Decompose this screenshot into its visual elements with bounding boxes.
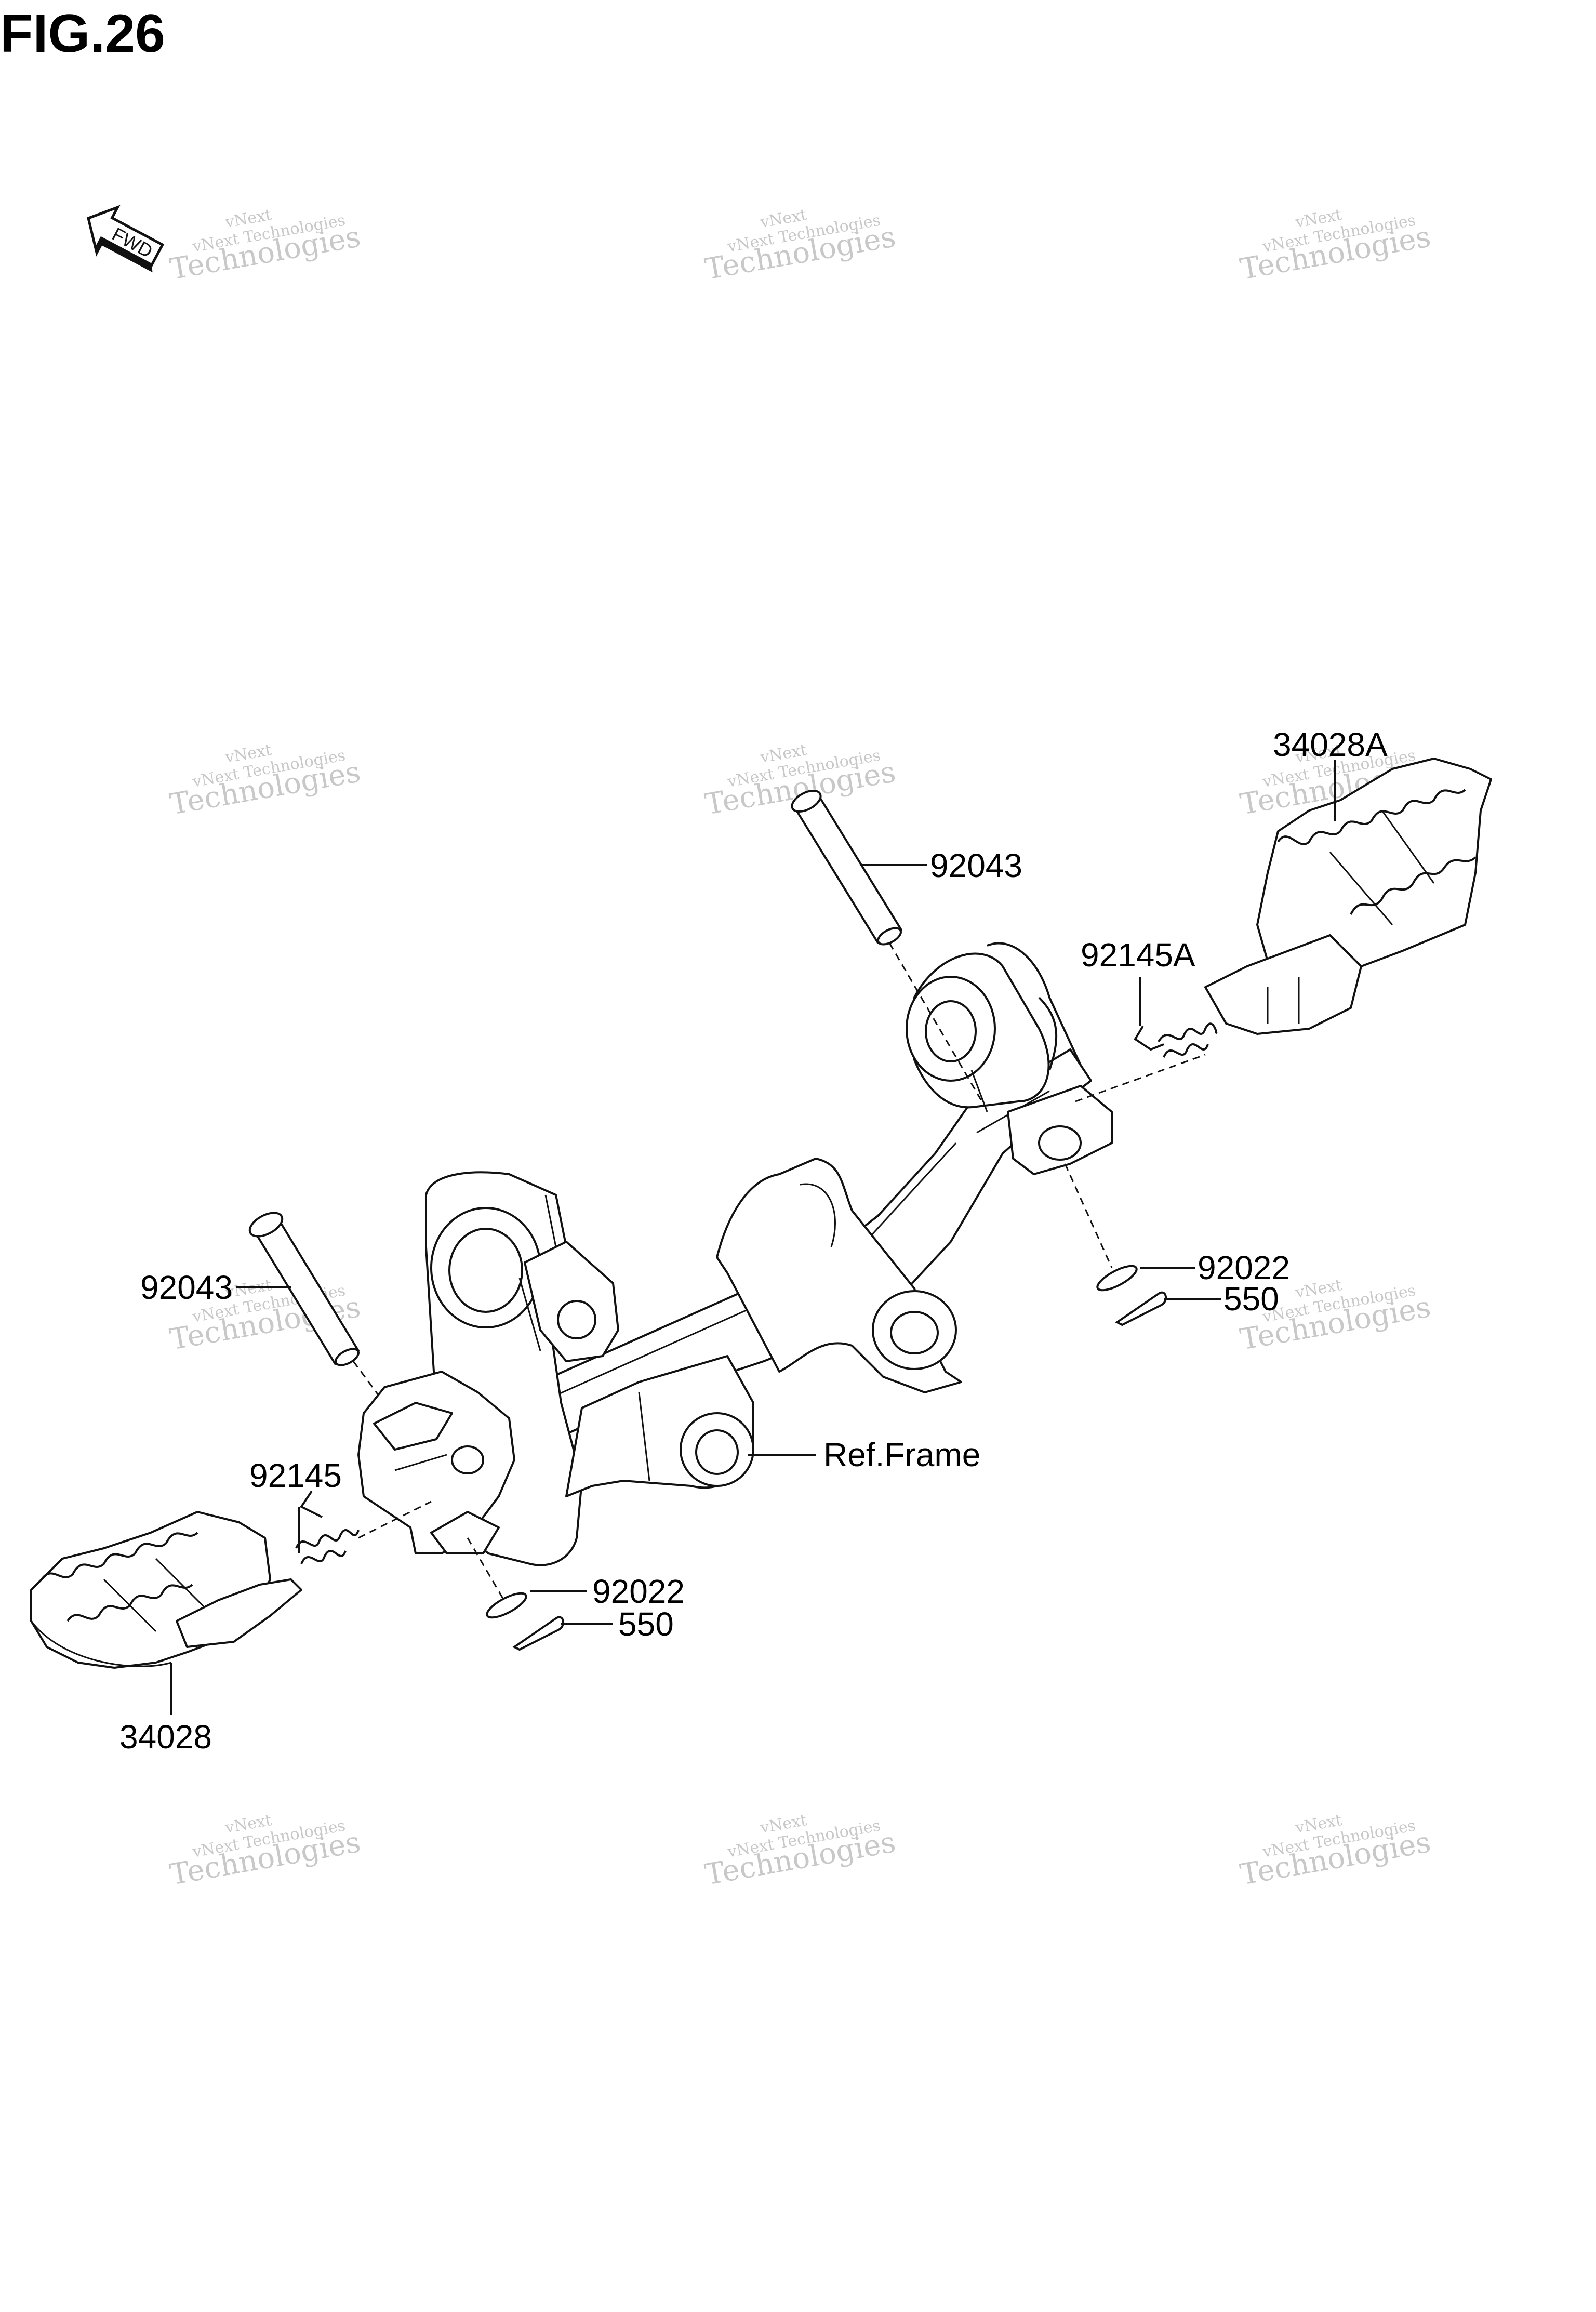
callout-cotter-right: 550 <box>1223 1280 1279 1318</box>
callout-washer-left: 92022 <box>592 1573 685 1610</box>
callout-washer-right: 92022 <box>1198 1249 1290 1286</box>
fwd-arrow-icon: FWD <box>87 205 165 273</box>
pin-right <box>791 790 983 1102</box>
watermark: vNext vNext Technologies Technologies <box>167 1811 363 1892</box>
watermark-grid: vNext vNext Technologies Technologies vN… <box>167 206 1433 1892</box>
callout-pin-right: 92043 <box>930 847 1022 884</box>
cotter-right <box>1115 1291 1167 1326</box>
watermark: vNext vNext Technologies Technologies <box>702 206 898 287</box>
footpeg-left <box>30 1511 302 1669</box>
bracket-left <box>357 1371 515 1554</box>
callout-footpeg-right: 34028A <box>1273 726 1388 763</box>
cotter-left <box>512 1616 564 1651</box>
callout-footpeg-left: 34028 <box>119 1718 212 1756</box>
washer-left <box>467 1537 527 1619</box>
callout-spring-right: 92145A <box>1081 936 1195 974</box>
washer-right <box>1064 1163 1138 1292</box>
callout-cotter-left: 550 <box>618 1605 674 1643</box>
figure-title: FIG.26 <box>0 4 165 64</box>
frame-drawing <box>425 942 1113 1566</box>
callout-frame: Ref.Frame <box>823 1436 980 1473</box>
watermark: vNext vNext Technologies Technologies <box>167 741 363 822</box>
watermark: vNext vNext Technologies Technologies <box>167 206 363 287</box>
spring-left <box>295 1490 432 1564</box>
callout-spring-left: 92145 <box>249 1457 342 1494</box>
watermark: vNext vNext Technologies Technologies <box>1238 1811 1433 1892</box>
pin-left <box>248 1212 458 1502</box>
watermark: vNext vNext Technologies Technologies <box>702 1811 898 1892</box>
watermark: vNext vNext Technologies Technologies <box>1238 206 1433 287</box>
footpeg-right <box>1204 758 1492 1035</box>
callout-pin-left: 92043 <box>140 1269 233 1306</box>
spring-right <box>1075 1022 1218 1102</box>
